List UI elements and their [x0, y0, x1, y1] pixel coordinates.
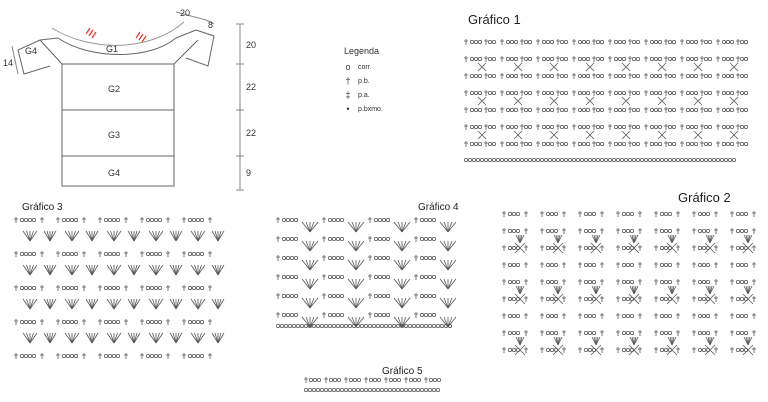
section-g2-label: G2	[108, 84, 121, 94]
dim-sleeve: 14	[3, 58, 14, 68]
section-g3-label: G3	[108, 130, 121, 140]
section-g4-label: G4	[108, 168, 121, 178]
legend-symbol: †	[345, 76, 351, 86]
legend-item: o corr.	[344, 60, 383, 74]
chart-4-title: Gráfico 4	[418, 202, 459, 213]
sleeve-label: G4	[25, 46, 38, 56]
chart-5-pattern	[303, 377, 442, 392]
start-arrows-icon	[85, 27, 147, 43]
legend-label: p.bxmo.	[358, 105, 383, 113]
legend-symbol: o	[345, 62, 351, 72]
chart-3-pattern	[14, 217, 225, 359]
neckline	[57, 37, 177, 55]
chart-2-title: Gráfico 2	[678, 190, 731, 205]
legend-item: • p.bxmo.	[344, 102, 383, 116]
legend-label: corr.	[358, 63, 372, 71]
right-sleeve	[185, 29, 215, 67]
dim-shoulder: 8	[208, 20, 214, 30]
legend-title: Legenda	[344, 46, 380, 56]
dim-g3: 22	[246, 128, 257, 138]
dim-top-width: 20	[180, 8, 191, 18]
dim-g2: 22	[246, 82, 257, 92]
dim-g1: 20	[246, 40, 257, 50]
legend-label: p.a.	[358, 91, 370, 99]
chart-1-pattern	[463, 39, 749, 162]
legend-item: ‡ p.a.	[344, 88, 383, 102]
chart-4-pattern	[275, 217, 457, 328]
legend-symbol: ‡	[345, 90, 351, 100]
chart-5-title: Gráfico 5	[382, 366, 423, 377]
legend-item: † p.b.	[344, 74, 383, 88]
dim-g4: 9	[246, 168, 252, 178]
chart-1-title: Gráfico 1	[468, 12, 521, 27]
chart-2-pattern	[502, 211, 756, 356]
left-sleeve	[17, 39, 51, 75]
legend: Legenda o corr. † p.b. ‡ p.a. • p.bxmo.	[344, 46, 383, 116]
section-g1-label: G1	[106, 44, 119, 54]
chart-3-title: Gráfico 3	[22, 202, 63, 213]
legend-symbol: •	[346, 104, 350, 114]
legend-label: p.b.	[358, 77, 370, 85]
